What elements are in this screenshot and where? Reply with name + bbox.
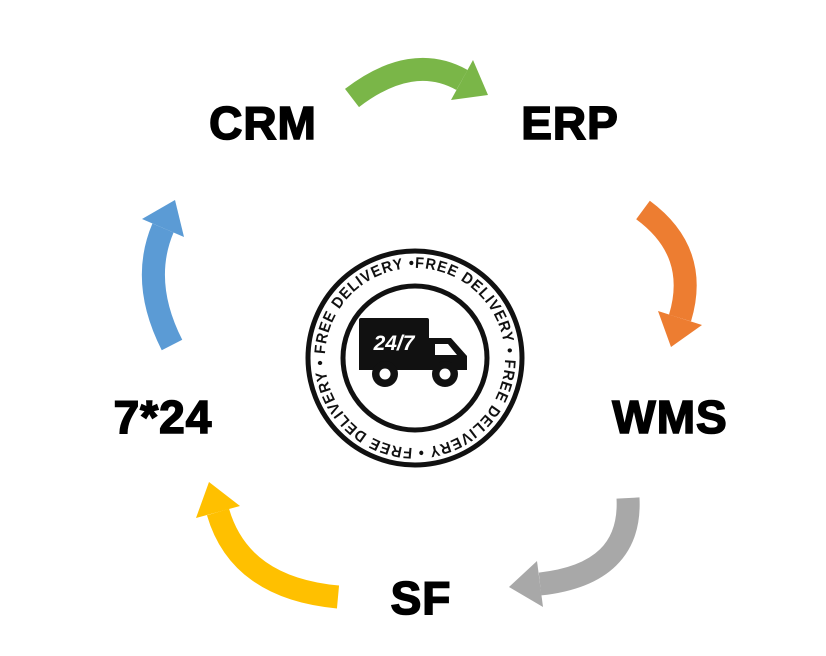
truck-window: [435, 344, 457, 355]
truck-front-hub: [439, 368, 451, 380]
truck-24-7-label: 24/7: [373, 332, 416, 355]
arrow-erp-to-wms-head: [658, 311, 702, 347]
arrow-724-to-crm-shaft: [141, 223, 183, 351]
arrow-wms-to-sf-head: [509, 561, 543, 607]
arrow-724-to-crm-icon: [141, 200, 184, 351]
node-label-sf: SF: [390, 571, 452, 625]
truck-chassis: [359, 362, 467, 370]
node-label-crm: CRM: [208, 96, 317, 150]
arrow-wms-to-sf-shaft: [538, 497, 640, 596]
badge-outer-circle: [305, 248, 525, 468]
truck-box: [359, 318, 429, 366]
delivery-truck-icon: 24/7: [359, 318, 467, 387]
arrow-sf-to-724-head: [196, 482, 240, 518]
node-label-erp: ERP: [520, 96, 619, 150]
badge-inner-circle: [340, 283, 490, 433]
arrow-crm-to-erp-shaft: [345, 58, 468, 108]
node-label-wms: WMS: [611, 390, 728, 444]
arrow-wms-to-sf-icon: [509, 497, 640, 607]
node-label-7x24: 7*24: [113, 390, 213, 444]
arrow-crm-to-erp-head: [451, 60, 488, 100]
truck-rear-hub: [379, 368, 391, 380]
arrow-erp-to-wms-shaft: [635, 200, 697, 322]
arrow-crm-to-erp-icon: [345, 58, 488, 108]
arrow-724-to-crm-head: [142, 200, 184, 237]
free-delivery-badge: FREE DELIVERY • FREE DELIVERY • FREE DEL…: [305, 248, 525, 468]
arrow-sf-to-724-icon: [196, 482, 340, 609]
arrow-sf-to-724-shaft: [206, 508, 340, 609]
arrow-erp-to-wms-icon: [635, 200, 702, 347]
